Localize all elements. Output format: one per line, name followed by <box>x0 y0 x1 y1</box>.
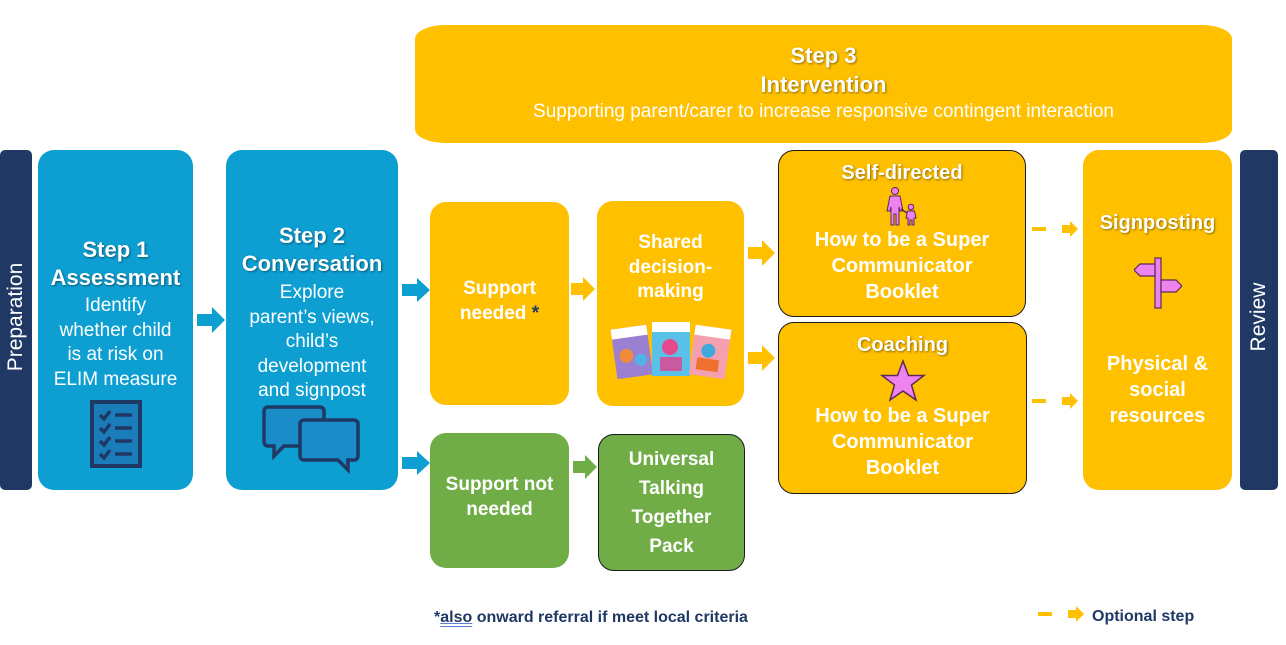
arrow-to-coaching <box>748 345 775 371</box>
self-directed-title: Self-directed <box>841 162 963 184</box>
arrow-step1-to-step2 <box>197 307 225 333</box>
signposting-box: Signposting Physical & social resources <box>1083 150 1232 490</box>
support-not-needed-label: Support not needed <box>445 473 554 520</box>
support-needed-label: Support needed * <box>459 277 540 324</box>
signposting-title: Signposting <box>1099 212 1216 234</box>
preparation-bar: Preparation <box>0 150 32 490</box>
speech-bubbles-icon <box>262 404 362 479</box>
legend: Optional step <box>1038 606 1194 627</box>
self-directed-booklet-label: How to be a Super Communicator Booklet <box>814 229 990 303</box>
review-label: Review <box>1247 282 1270 352</box>
step2-conversation-box: Step 2 Conversation Explore parent’s vie… <box>226 150 398 490</box>
star-icon <box>879 358 926 403</box>
step1-description: Identify whether child is at risk on ELI… <box>53 295 178 390</box>
step3-title: Step 3 Intervention <box>760 43 887 97</box>
step3-intervention-banner: Step 3 Intervention Supporting parent/ca… <box>415 25 1232 143</box>
arrow-to-self-directed <box>748 240 775 266</box>
preparation-label: Preparation <box>4 262 27 372</box>
self-directed-box: Self-directed How to be a Super Communic… <box>778 150 1026 317</box>
legend-dashed-arrow-icon <box>1038 606 1084 627</box>
legend-label: Optional step <box>1092 607 1195 625</box>
arrow-to-shared-decision <box>571 277 595 301</box>
coaching-booklet-label: How to be a Super Communicator Booklet <box>815 405 990 479</box>
arrow-step2-to-support-needed <box>402 278 430 302</box>
asterisk-marker: * <box>531 302 540 324</box>
universal-pack-label: Universal Talking Together Pack <box>628 448 715 557</box>
parent-child-icon <box>882 187 922 226</box>
arrow-to-universal-pack <box>573 455 597 479</box>
step2-description: Explore parent’s views, child’s developm… <box>249 282 375 401</box>
shared-decision-making-box: Shared decision- making <box>597 201 744 406</box>
optional-arrow-to-resources <box>1032 393 1078 409</box>
optional-arrow-to-signposting <box>1032 221 1078 237</box>
checklist-icon <box>89 400 142 473</box>
coaching-title: Coaching <box>856 334 949 356</box>
signpost-icon <box>1132 256 1183 315</box>
arrow-step2-to-support-not-needed <box>402 451 430 475</box>
universal-pack-box: Universal Talking Together Pack <box>598 434 745 571</box>
support-not-needed-box: Support not needed <box>430 433 569 568</box>
step1-assessment-box: Step 1 Assessment Identify whether child… <box>38 150 193 490</box>
footnote-also: also <box>440 609 473 626</box>
step2-title: Step 2 Conversation <box>241 223 383 276</box>
coaching-box: Coaching How to be a Super Communicator … <box>778 322 1027 494</box>
step1-title: Step 1 Assessment <box>50 237 181 290</box>
step3-subtitle: Supporting parent/carer to increase resp… <box>533 101 1114 122</box>
booklets-image <box>610 319 732 386</box>
footnote: *also onward referral if meet local crit… <box>434 609 748 626</box>
support-needed-box: Support needed * <box>430 202 569 405</box>
shared-decision-making-label: Shared decision- making <box>628 232 713 302</box>
review-bar: Review <box>1240 150 1278 490</box>
physical-social-resources-label: Physical & social resources <box>1106 353 1209 427</box>
